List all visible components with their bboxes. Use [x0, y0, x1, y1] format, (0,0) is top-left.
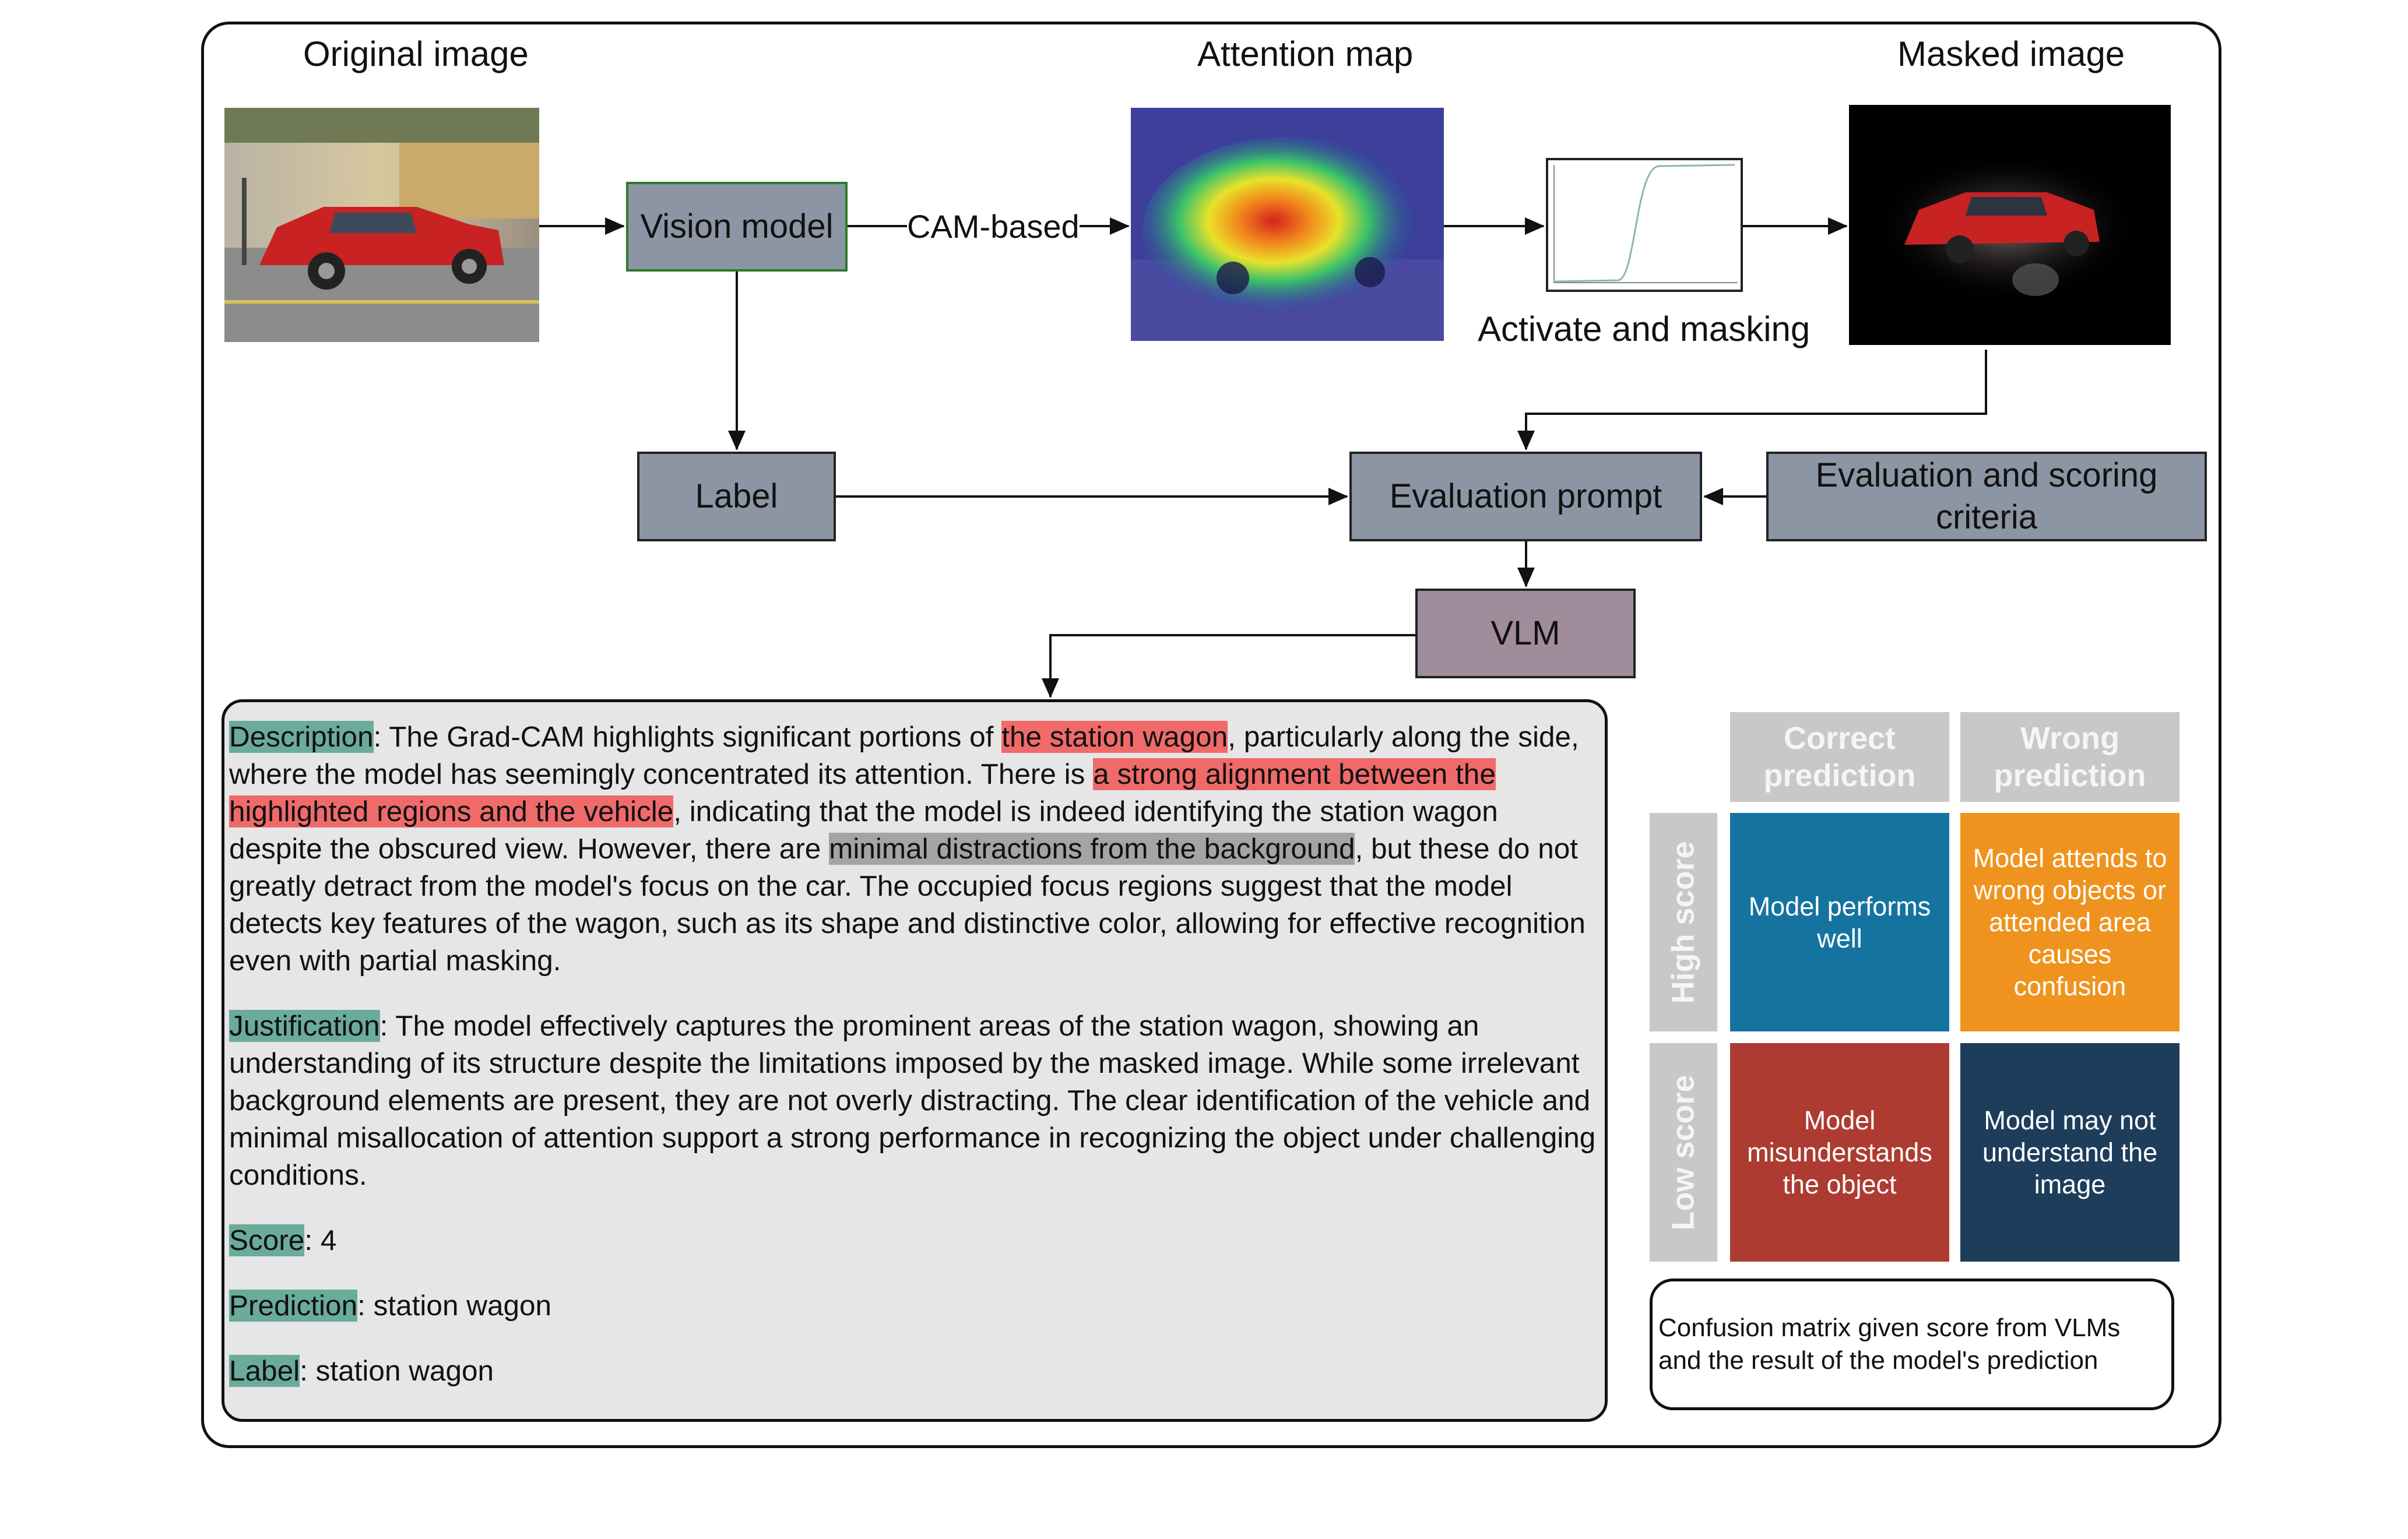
- attention-map-image: [1131, 108, 1444, 341]
- description-highlight-1: the station wagon: [1001, 721, 1228, 753]
- masked-image-caption: Masked image: [1897, 34, 2125, 73]
- description-text-2: , particularly along the side, where the…: [229, 721, 1579, 790]
- cell-low-correct: Model misunderstands the object: [1730, 1043, 1949, 1262]
- justification-text: : The model effectively captures the pro…: [229, 1010, 1596, 1191]
- criteria-box: Evaluation and scoring criteria: [1766, 452, 2207, 541]
- cell-high-correct: Model performs well: [1730, 813, 1949, 1031]
- justification-key: Justification: [229, 1010, 380, 1042]
- row-header-high-label: High score: [1666, 840, 1702, 1004]
- figure-frame: [201, 22, 2221, 1448]
- activation-curve-plot: [1546, 158, 1743, 292]
- description-text-3: , indicating that the model is indeed id…: [229, 795, 1498, 865]
- description-paragraph: Description: The Grad-CAM highlights sig…: [229, 719, 1598, 980]
- row-header-low: Low score: [1650, 1043, 1717, 1262]
- score-value: : 4: [304, 1224, 337, 1256]
- label-line: Label: station wagon: [229, 1353, 1598, 1390]
- vlm-output-panel: Description: The Grad-CAM highlights sig…: [222, 699, 1608, 1422]
- evaluation-prompt-box: Evaluation prompt: [1349, 452, 1702, 541]
- cam-based-label: CAM-based: [907, 207, 1080, 245]
- vision-model-box: Vision model: [626, 182, 848, 272]
- prediction-value: : station wagon: [357, 1290, 552, 1322]
- label-box: Label: [637, 452, 836, 541]
- column-header-wrong: Wrong prediction: [1960, 712, 2179, 802]
- attention-map-caption: Attention map: [1197, 34, 1414, 73]
- original-image-caption: Original image: [303, 34, 529, 73]
- row-header-high: High score: [1650, 813, 1717, 1031]
- arrow-vlm-to-output: [1042, 634, 1415, 698]
- description-text-1: : The Grad-CAM highlights significant po…: [373, 721, 1002, 753]
- arrow-masked-to-prompt: [1517, 350, 1987, 450]
- label-value: : station wagon: [300, 1355, 494, 1387]
- description-highlight-3: minimal distractions from the background: [829, 833, 1355, 865]
- prediction-key: Prediction: [229, 1290, 358, 1322]
- confusion-matrix-legend: Confusion matrix given score from VLMs a…: [1650, 1279, 2174, 1410]
- prediction-line: Prediction: station wagon: [229, 1287, 1598, 1325]
- description-text-4: , but these do not greatly detract from …: [229, 833, 1586, 977]
- original-image: [224, 108, 539, 342]
- masked-image: [1849, 105, 2171, 345]
- justification-paragraph: Justification: The model effectively cap…: [229, 1008, 1598, 1194]
- column-header-correct: Correct prediction: [1730, 712, 1949, 802]
- label-key: Label: [229, 1355, 300, 1387]
- activate-masking-caption: Activate and masking: [1478, 309, 1811, 348]
- vlm-box: VLM: [1415, 589, 1636, 678]
- score-line: Score: 4: [229, 1222, 1598, 1259]
- description-key: Description: [229, 721, 374, 753]
- row-header-low-label: Low score: [1666, 1074, 1702, 1231]
- cell-high-wrong: Model attends to wrong objects or attend…: [1960, 813, 2179, 1031]
- cell-low-wrong: Model may not understand the image: [1960, 1043, 2179, 1262]
- score-key: Score: [229, 1224, 305, 1256]
